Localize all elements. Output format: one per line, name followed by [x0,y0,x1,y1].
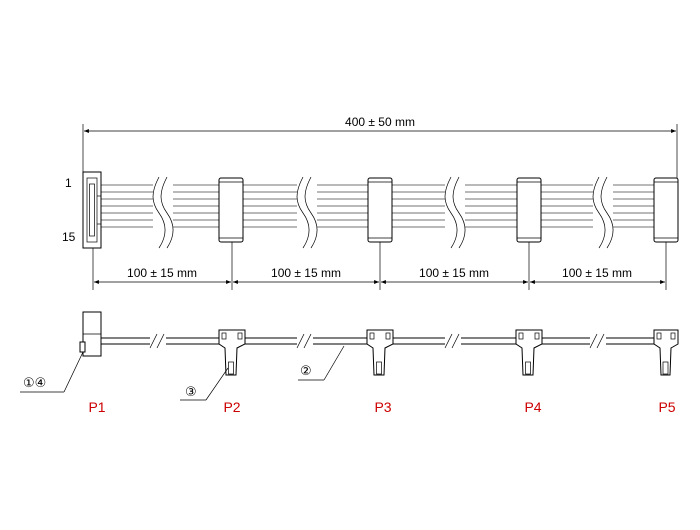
top-view: 400 ± 50 mm 1 15 [62,115,679,290]
segment-dimensions [92,242,667,290]
connector-p4-top [516,177,542,243]
connector-label-p5: P5 [658,399,675,415]
connector-p2-top [218,177,244,243]
segment-dimension-label-1: 100 ± 15 mm [127,266,197,280]
leader-cable [323,345,345,381]
p1-housing-top [82,171,102,249]
leader-connector [205,367,229,401]
connector-label-p3: P3 [374,399,391,415]
pin-label-first: 1 [65,176,72,190]
leader-housing [63,351,84,393]
segment-dimension-label-4: 100 ± 15 mm [562,266,632,280]
segment-dimension-label-3: 100 ± 15 mm [419,266,489,280]
connector-p5-side [653,329,679,376]
callout-connector: ③ [185,385,197,400]
connector-p4-side [515,329,543,376]
connector-label-p1: P1 [88,399,105,415]
break-marks-top [152,176,614,250]
pin-label-last: 15 [62,230,76,244]
connector-label-p4: P4 [524,399,541,415]
callout-housing: ①④ [23,376,46,391]
overall-dimension-label: 400 ± 50 mm [345,115,415,129]
connector-p2-side [218,329,246,376]
callout-cable: ② [300,364,312,379]
connector-p3-side [366,329,394,376]
p1-housing-side [79,311,104,357]
connector-p5-top [653,177,679,243]
side-view [20,311,679,401]
connector-label-p2: P2 [223,399,240,415]
break-marks-side [149,333,606,349]
connector-p3-top [367,177,393,243]
segment-dimension-label-2: 100 ± 15 mm [271,266,341,280]
